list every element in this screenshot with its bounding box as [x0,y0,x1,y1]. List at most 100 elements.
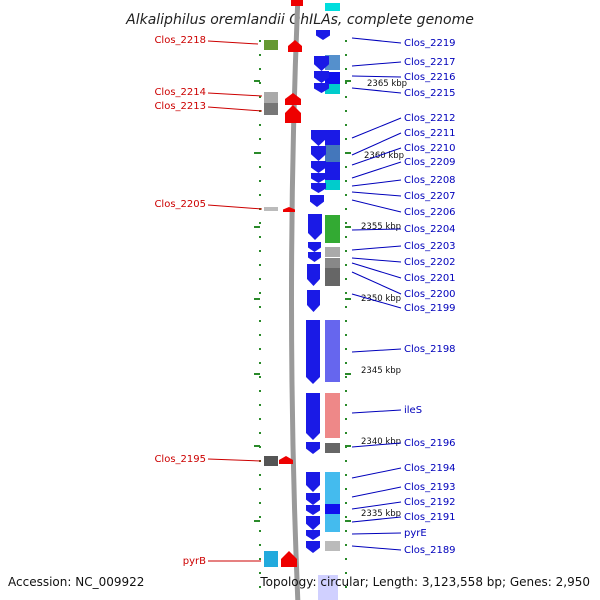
cog-bar [325,258,340,268]
gene-label: Clos_2193 [404,482,456,493]
gene-label: Clos_2202 [404,257,456,268]
tick-dot [259,390,261,392]
gene-label: Clos_2206 [404,207,456,218]
tick-dot [345,376,347,378]
gene-label: Clos_2194 [404,463,456,474]
tick-dot [259,54,261,56]
tick-dot [345,334,347,336]
cog-bar [325,215,340,243]
tick-dot [259,530,261,532]
forward-gene-arrow [308,214,322,240]
major-tick [345,445,351,447]
tick-dot [345,68,347,70]
forward-gene-arrow [314,56,329,71]
tick-dot [345,208,347,210]
cog-bar [325,393,340,438]
leader-line [351,191,402,197]
tick-dot [345,418,347,420]
cog-bar [325,504,340,514]
forward-gene-arrow [306,320,320,384]
leader-line [351,132,402,156]
accession-label: Accession: NC_009922 [8,575,144,589]
tick-dot [259,348,261,350]
tick-dot [259,138,261,140]
map-title: Alkaliphilus oremlandii OhILAs, complete… [125,12,474,28]
leader-line [351,179,402,187]
tick-dot [259,292,261,294]
gene-label: Clos_2196 [404,438,456,449]
leader-line [351,262,402,279]
cog-bar [325,514,340,532]
leader-line [351,271,402,295]
forward-gene-arrow [311,173,326,183]
right-gene-labels: Clos_2219Clos_2217Clos_2216Clos_2215Clos… [351,37,456,556]
forward-gene-arrow [306,530,320,540]
cog-bar [325,130,340,145]
tick-dot [259,586,261,588]
tick-dot [345,264,347,266]
tick-dot [259,194,261,196]
genome-backbone [289,0,301,600]
tick-dot [345,278,347,280]
gene-label: Clos_2205 [154,199,206,210]
leader-line [351,199,402,213]
leader-line [351,245,402,251]
cog-color-bars [264,3,340,567]
leader-line [351,442,402,448]
forward-gene-arrow [311,146,326,161]
cog-bar [325,443,340,453]
cog-bar [264,207,278,211]
tick-dot [345,530,347,532]
tick-dot [259,334,261,336]
tick-dot [259,418,261,420]
forward-gene-arrow [314,71,329,83]
tick-dot [345,390,347,392]
kbp-label: 2340 kbp [361,437,401,447]
leader-line [351,545,402,551]
cog-bar [325,3,340,11]
kbp-label: 2345 kbp [361,366,401,376]
forward-gene-arrow [308,242,321,252]
forward-gene-arrow [318,575,338,600]
forward-gene-arrow [306,472,320,492]
gene-label: Clos_2215 [404,88,456,99]
forward-gene-arrow [306,541,320,553]
cog-bar [325,492,340,504]
tick-dot [259,222,261,224]
tick-dot [345,516,347,518]
cog-bar [325,268,340,286]
gene-label: Clos_2201 [404,273,456,284]
tick-dot [345,362,347,364]
tick-dot [259,544,261,546]
major-tick [345,373,351,375]
cog-bar [264,92,278,104]
major-tick [345,298,351,300]
reverse-gene-arrow [279,456,293,464]
tick-dot [345,180,347,182]
tick-dot [345,572,347,574]
leader-line [351,257,402,263]
leader-line [351,117,402,139]
gene-label: Clos_2204 [404,224,456,235]
major-tick [254,373,260,375]
leader-line [351,467,402,479]
tick-dot [345,348,347,350]
gene-label: Clos_2213 [154,101,206,112]
tick-dot [345,488,347,490]
leader-line [207,204,263,210]
tick-dot [345,558,347,560]
forward-gene-arrow [306,442,320,454]
gene-label: Clos_2199 [404,303,456,314]
forward-gene-arrow [306,393,320,440]
major-tick [254,226,260,228]
tick-dot [345,138,347,140]
gene-label: Clos_2189 [404,545,456,556]
cog-bar [264,103,278,115]
tick-dot [259,96,261,98]
major-tick [254,152,260,154]
leader-line [207,458,262,462]
forward-gene-arrow [307,264,320,286]
tick-dot [345,320,347,322]
